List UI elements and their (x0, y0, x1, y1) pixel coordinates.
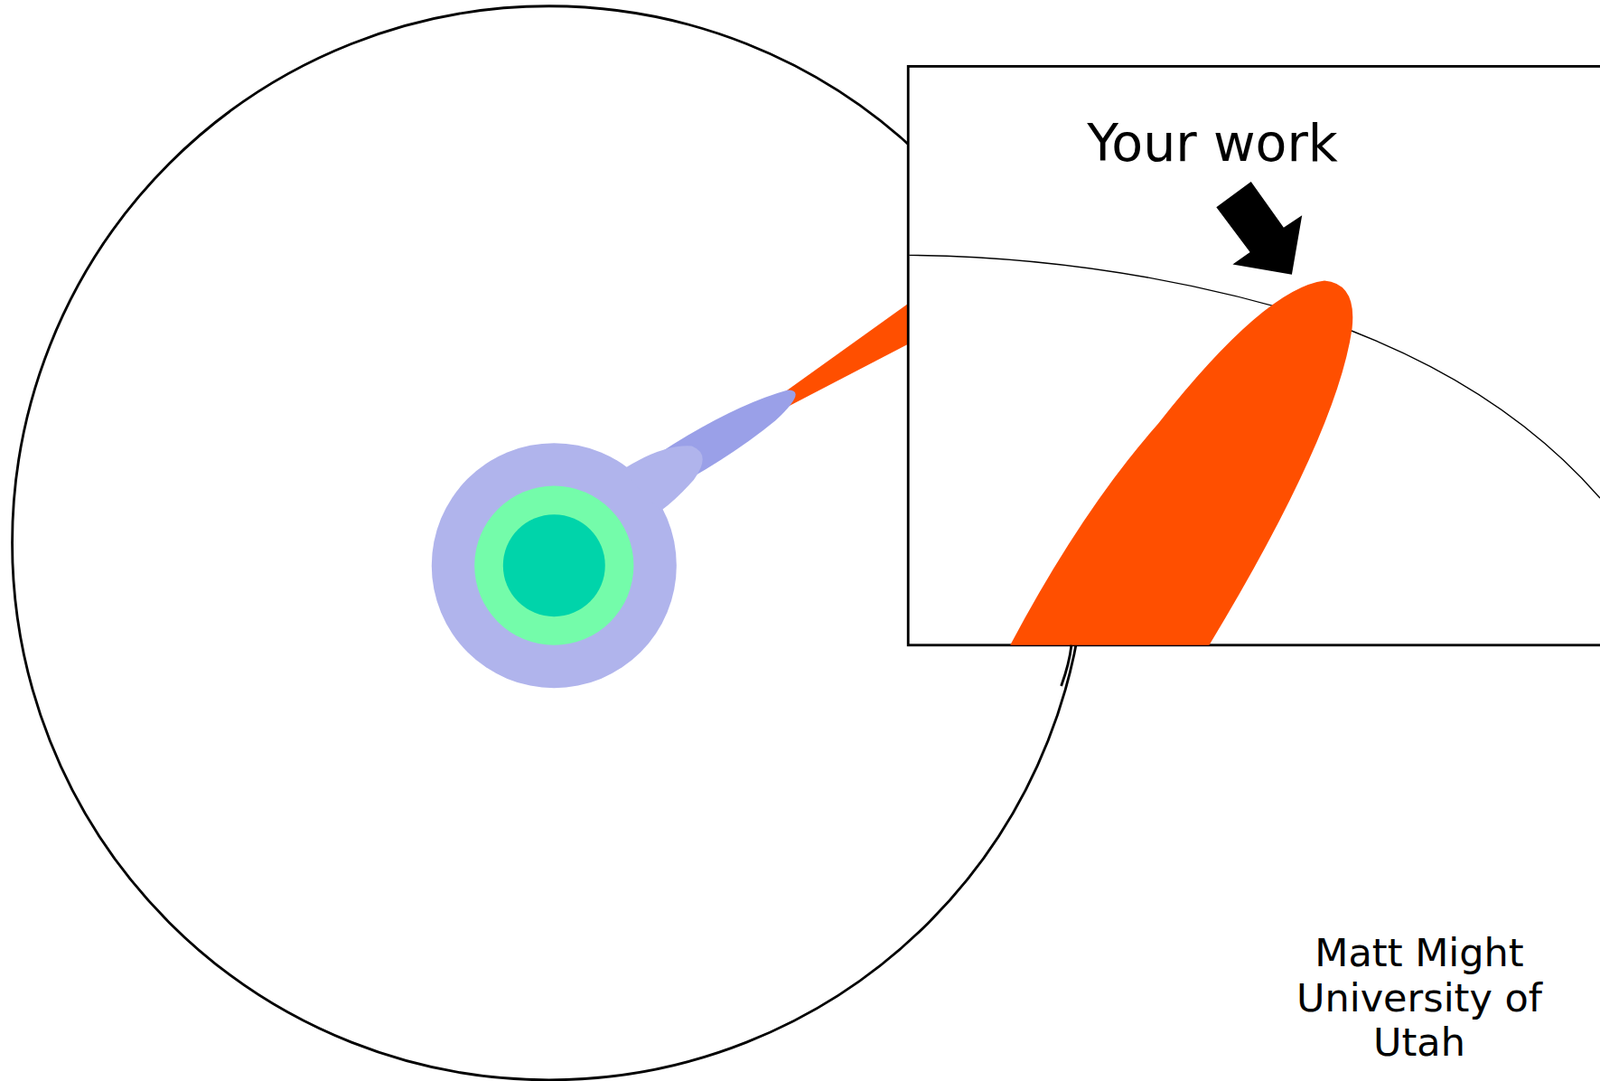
pointer-label: Your work (1040, 113, 1385, 174)
school-circle (503, 514, 606, 617)
zoom-box (907, 65, 1600, 645)
specialty-bump (622, 445, 703, 510)
author-name: Matt Might (1247, 930, 1591, 975)
author-affiliation: University of Utah (1247, 975, 1591, 1066)
pointer-arrow (1216, 181, 1302, 275)
your-work-bump (1010, 280, 1353, 646)
circle-edge (1061, 645, 1072, 686)
college-circle (474, 486, 634, 646)
